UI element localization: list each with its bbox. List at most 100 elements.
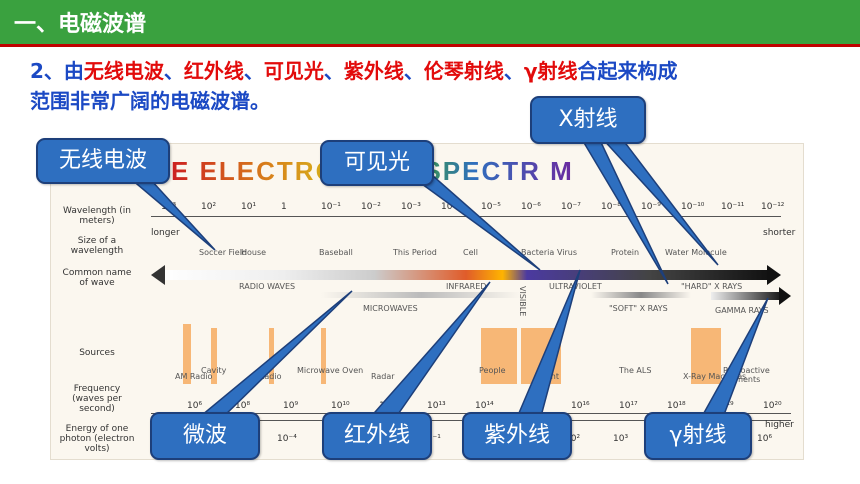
intro-sep: 、 xyxy=(163,59,184,83)
wavelength-tick: 10⁻¹¹ xyxy=(721,202,745,212)
intro-sep: 、 xyxy=(503,59,524,83)
size-object-label: Protein xyxy=(611,248,640,257)
source-glow xyxy=(269,328,274,384)
title-divider xyxy=(0,44,860,47)
source-label: AM Radio xyxy=(175,372,213,381)
intro-sep: 、 xyxy=(403,59,424,83)
pointer-infrared xyxy=(366,281,491,421)
page-title: 一、电磁波谱 xyxy=(14,12,147,37)
intro-text: 2、由无线电波、红外线、可见光、紫外线、伦琴射线、γ射线合起来构成 范围非常广阔… xyxy=(30,56,850,116)
frequency-tick: 10⁸ xyxy=(235,401,251,411)
wavelength-tick: 1 xyxy=(281,202,287,212)
microwave-bar xyxy=(321,292,521,298)
higher-label: higher xyxy=(765,420,794,430)
row-label-common-name: Common name of wave xyxy=(62,268,132,288)
row-label-sources: Sources xyxy=(79,348,115,358)
intro-prefix: 2、由 xyxy=(30,59,84,83)
callout-visible: 可见光 xyxy=(320,140,434,186)
source-label: Radioactive Elements xyxy=(723,366,770,384)
source-glow xyxy=(183,324,191,384)
size-object-label: Baseball xyxy=(319,248,353,257)
frequency-tick: 10⁹ xyxy=(283,401,299,411)
wavelength-tick: 10² xyxy=(201,202,217,212)
source-label: People xyxy=(479,366,506,375)
row-label-size: Size of a wavelength xyxy=(70,236,124,256)
callout-radio: 无线电波 xyxy=(36,138,170,184)
wave-name-gamma: GAMMA RAYS xyxy=(715,306,769,315)
frequency-tick: 10¹⁰ xyxy=(331,401,350,411)
wavelength-tick: 10⁻² xyxy=(361,202,381,212)
wavelength-tick: 10⁻⁷ xyxy=(561,202,581,212)
wavelength-tick: 10⁻⁴ xyxy=(441,202,461,212)
wave-arrow-right xyxy=(767,265,781,285)
wave-name-radio: RADIO WAVES xyxy=(239,282,296,291)
size-object-label: Cell xyxy=(463,248,478,257)
gamma-bar xyxy=(711,292,783,300)
pointer-ultraviolet xyxy=(514,269,581,421)
source-glow xyxy=(211,328,217,384)
wavelength-tick: 10⁻¹² xyxy=(761,202,785,212)
pointer-gamma xyxy=(698,297,769,421)
intro-item-visible: 可见光 xyxy=(263,59,324,83)
source-glow xyxy=(321,328,326,384)
intro-item-gamma: γ射线 xyxy=(523,59,578,83)
energy-tick: 10⁶ xyxy=(757,434,773,444)
source-label: Radio xyxy=(259,372,282,381)
size-object-label: Bacteria xyxy=(521,248,555,257)
intro-suffix: 合起来构成 xyxy=(577,59,678,83)
intro-sep: 、 xyxy=(323,59,344,83)
source-label: Microwave Oven xyxy=(297,366,364,375)
source-label: The ALS xyxy=(619,366,652,375)
row-label-frequency: Frequency (waves per second) xyxy=(72,384,122,414)
size-object-label: This Period xyxy=(393,248,437,257)
callout-gamma: γ射线 xyxy=(644,412,752,460)
title-bar: 一、电磁波谱 xyxy=(0,0,860,44)
source-label: X-Ray Machines xyxy=(683,372,747,381)
soft-xray-bar xyxy=(591,292,691,298)
intro-item-infrared: 红外线 xyxy=(183,59,244,83)
longer-label: longer xyxy=(151,228,180,238)
wavelength-tick: 10⁻⁹ xyxy=(641,202,661,212)
wave-name-hard-xray: "HARD" X RAYS xyxy=(681,282,743,291)
size-object-label: Soccer Field xyxy=(199,248,247,257)
frequency-tick: 10¹³ xyxy=(427,401,446,411)
wavelength-tick: 10⁻⁵ xyxy=(481,202,501,212)
wavelength-tick: 10⁻⁸ xyxy=(601,202,621,212)
wave-name-soft-xray: "SOFT" X RAYS xyxy=(609,304,668,313)
callout-ultraviolet: 紫外线 xyxy=(462,412,572,460)
intro-item-xray: 伦琴射线 xyxy=(423,59,504,83)
shorter-label: shorter xyxy=(763,228,796,238)
wave-arrow-left xyxy=(151,265,165,285)
gamma-arrow xyxy=(779,287,791,305)
wavelength-tick: 10⁻¹⁰ xyxy=(681,202,705,212)
pointer-microwave xyxy=(193,290,353,421)
energy-tick: 10⁻⁴ xyxy=(277,434,297,444)
spectrum-figure: E ELECTRO ETIC SPECTR M Wavelength (in m… xyxy=(50,143,804,460)
wavelength-tick: 10⁻⁶ xyxy=(521,202,541,212)
wavelength-tick: 10⁻¹ xyxy=(321,202,341,212)
row-label-energy: Energy of one photon (electron volts) xyxy=(59,424,135,454)
frequency-tick: 10²⁰ xyxy=(763,401,782,411)
size-object-label: House xyxy=(241,248,267,257)
source-glow xyxy=(481,328,517,384)
wavelength-tick: 10⁻³ xyxy=(401,202,421,212)
frequency-tick: 10¹⁷ xyxy=(619,401,638,411)
source-label: Radar xyxy=(371,372,395,381)
intro-item-ultraviolet: 紫外线 xyxy=(343,59,404,83)
frequency-tick: 10¹⁴ xyxy=(475,401,494,411)
size-object-label: Water Molecule xyxy=(665,248,727,257)
intro-item-radio: 无线电波 xyxy=(83,59,164,83)
frequency-tick: 10¹⁶ xyxy=(571,401,590,411)
row-label-wavelength: Wavelength (in meters) xyxy=(63,206,131,226)
source-glow xyxy=(691,328,721,384)
frequency-tick: 10¹⁸ xyxy=(667,401,686,411)
wave-name-infrared: INFRARED xyxy=(446,282,487,291)
energy-tick: 10² xyxy=(565,434,581,444)
callout-xray: X射线 xyxy=(530,96,646,144)
source-label: Cavity xyxy=(201,366,227,375)
intro-line2: 范围非常广阔的电磁波谱。 xyxy=(30,89,270,113)
wave-name-microwaves: MICROWAVES xyxy=(363,304,418,313)
callout-infrared: 红外线 xyxy=(322,412,432,460)
wavelength-tick: 10¹ xyxy=(241,202,257,212)
